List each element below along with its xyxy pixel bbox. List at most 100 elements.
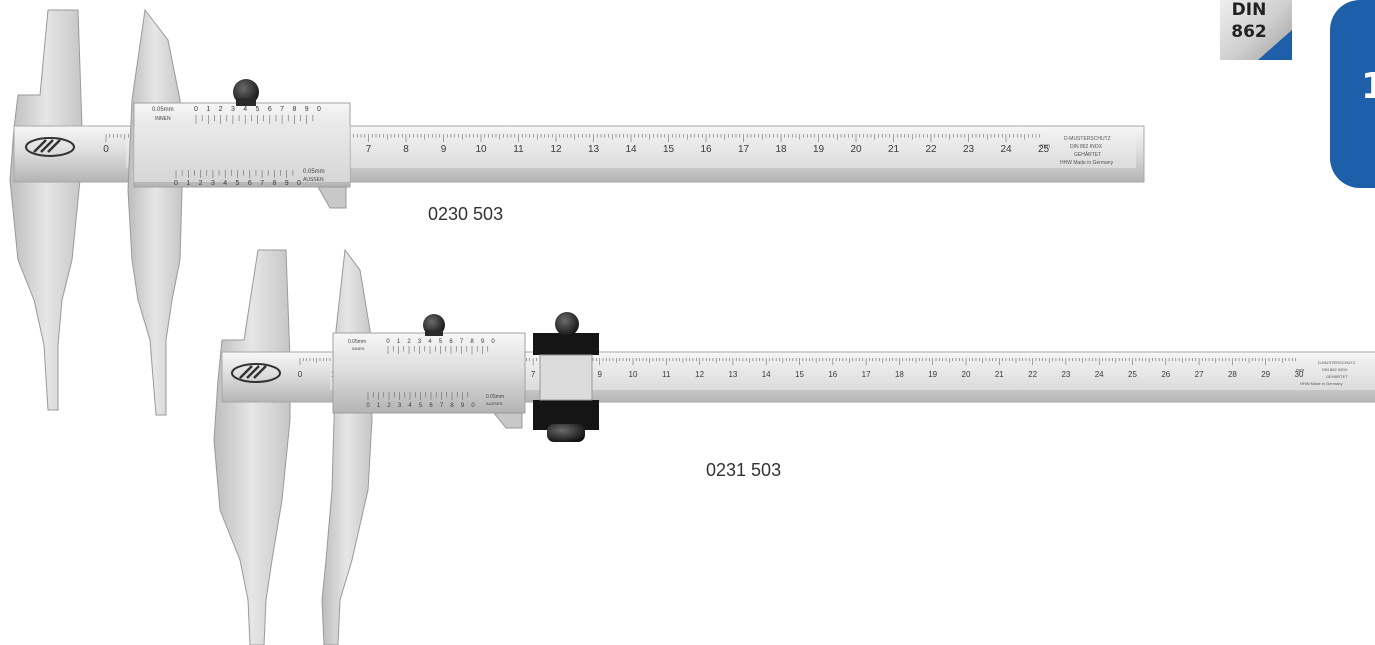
scale-number: 7: [366, 144, 372, 155]
scale-number: 5: [236, 180, 240, 187]
scale-number: 17: [738, 144, 750, 155]
scale-number: 3: [418, 339, 422, 345]
scale-number: 6: [429, 403, 433, 409]
scale-number: 23: [1061, 370, 1070, 379]
scale-number: 0: [103, 144, 109, 155]
scale-number: 15: [663, 144, 675, 155]
scale-number: 28: [1228, 370, 1237, 379]
scale-number: 0: [366, 403, 370, 409]
scale-number: 9: [597, 370, 602, 379]
scale-number: 1: [397, 339, 401, 345]
chapter-tab[interactable]: 1: [1330, 0, 1375, 188]
scale-number: 22: [925, 144, 937, 155]
hhw-logo: [25, 137, 75, 157]
scale-number: 19: [928, 370, 937, 379]
scale-number: 12: [550, 144, 562, 155]
beam-inscription-4: HHW Made in Germany: [1300, 381, 1342, 386]
scale-number: 0: [386, 339, 390, 345]
scale-number: 1: [206, 106, 210, 113]
scale-number: 7: [460, 339, 464, 345]
scale-number: 8: [450, 403, 454, 409]
scale-number: 24: [1000, 144, 1012, 155]
beam-inscription-1: D-MUSTERSCHUTZ: [1064, 136, 1111, 142]
scale-number: 7: [531, 370, 536, 379]
badge-line-1: DIN: [1231, 0, 1267, 20]
scale-number: 9: [461, 403, 465, 409]
scale-number: 25: [1128, 370, 1137, 379]
beam-inscription-3: GEHÄRTET: [1074, 151, 1101, 158]
fine-adjustment-clamp: [533, 312, 599, 442]
vernier-bottom-label: AUSSEN: [303, 177, 324, 183]
scale-number: 14: [625, 144, 637, 155]
scale-number: 12: [695, 370, 704, 379]
scale-number: 7: [440, 403, 444, 409]
scale-number: 9: [441, 144, 447, 155]
scale-number: 6: [248, 180, 252, 187]
scale-number: 13: [728, 370, 737, 379]
scale-number: 13: [588, 144, 600, 155]
scale-number: 9: [285, 180, 289, 187]
scale-number: 26: [1161, 370, 1170, 379]
scale-number: 9: [481, 339, 485, 345]
scale-number: 16: [828, 370, 837, 379]
scale-number: 0: [298, 370, 303, 379]
scale-number: 0: [317, 106, 321, 113]
scale-number: 7: [280, 106, 284, 113]
caliper-0230-503: 0123456789101112131415161718192021222324…: [9, 8, 1145, 416]
vernier-top-resolution: 0.05mm: [348, 339, 366, 345]
scale-number: 3: [211, 180, 215, 187]
vernier-slider: [332, 332, 526, 414]
vernier-bottom-label: AUSSEN: [486, 401, 503, 406]
beam-inscription-2: DIN 862 INOX: [1322, 367, 1348, 372]
scale-number: 10: [629, 370, 638, 379]
scale-number: 8: [292, 106, 296, 113]
badge-line-2: 862: [1231, 22, 1267, 42]
scale-number: 10: [475, 144, 487, 155]
scale-number: 4: [223, 180, 227, 187]
scale-number: 1: [186, 180, 190, 187]
fixed-jaw: [9, 9, 83, 411]
scale-number: 8: [470, 339, 474, 345]
scale-number: 5: [419, 403, 423, 409]
scale-number: 22: [1028, 370, 1037, 379]
sliding-jaw: [321, 248, 373, 645]
beam-unit: mm: [1040, 144, 1050, 150]
vernier-top-label: INNEN: [352, 346, 365, 351]
hhw-logo: [231, 363, 281, 383]
scale-number: 29: [1261, 370, 1270, 379]
scale-number: 6: [268, 106, 272, 113]
beam-inscription-3: GEHÄRTET: [1326, 374, 1348, 379]
vernier-top-label: INNEN: [155, 116, 171, 122]
scale-number: 21: [888, 144, 900, 155]
beam-inscription-2: DIN 862 INOX: [1070, 144, 1103, 150]
beam-inscription-4: HHW Made in Germany: [1060, 160, 1114, 166]
din-862-badge: DIN 862: [1220, 0, 1292, 60]
clamp-screw-knob: [555, 312, 579, 336]
scale-number: 11: [662, 370, 671, 379]
vernier-bottom-resolution: 0.05mm: [486, 394, 504, 400]
scale-number: 20: [850, 144, 862, 155]
beam-unit: mm: [1296, 368, 1304, 374]
badge-corner-accent: [1258, 30, 1292, 60]
scale-number: 5: [439, 339, 443, 345]
scale-number: 6: [449, 339, 453, 345]
vernier-bottom-resolution: 0.05mm: [303, 169, 325, 175]
caliper-0231-503: 0123456789101112131415161718192021222324…: [213, 248, 1375, 645]
fine-adjustment-wheel: [547, 424, 585, 442]
scale-number: 2: [387, 403, 391, 409]
chapter-number: 1: [1361, 66, 1375, 107]
vernier-top-resolution: 0.05mm: [152, 107, 174, 113]
scale-number: 7: [260, 180, 264, 187]
scale-number: 4: [428, 339, 432, 345]
scale-number: 20: [962, 370, 971, 379]
scale-number: 3: [231, 106, 235, 113]
scale-number: 8: [272, 180, 276, 187]
scale-number: 4: [408, 403, 412, 409]
scale-number: 8: [403, 144, 409, 155]
scale-number: 2: [219, 106, 223, 113]
